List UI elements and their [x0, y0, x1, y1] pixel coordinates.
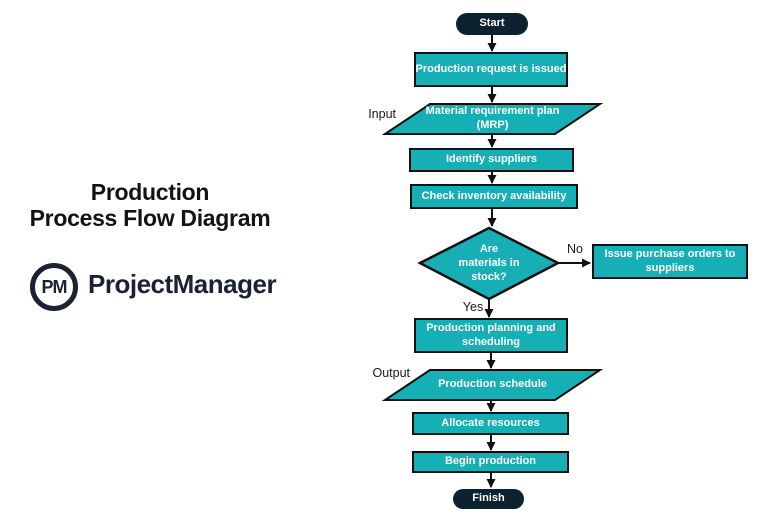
begin-production-label: Begin production	[444, 455, 537, 468]
finish-node-label: Finish	[472, 492, 505, 505]
identify-suppliers-shape	[409, 148, 574, 172]
start-terminator-shape	[456, 13, 528, 35]
materials-in-stock-decision-shape	[417, 226, 561, 301]
check-inventory-label: Check inventory availability	[421, 189, 567, 202]
finish-terminator-shape	[453, 489, 524, 509]
production-planning-shape	[414, 318, 568, 353]
projectmanager-wordmark: ProjectManager	[88, 269, 277, 299]
yes-branch-label: Yes	[462, 300, 484, 314]
no-branch-label: No	[567, 242, 583, 256]
begin-production-shape	[412, 451, 569, 473]
production-request-shape	[414, 52, 568, 87]
allocate-resources-shape	[412, 412, 569, 435]
issue-purchase-orders-shape	[592, 244, 748, 279]
pm-monogram-text: PM	[41, 276, 68, 297]
output-edge-label: Output	[372, 366, 410, 380]
decision-label: Are materials in stock?	[458, 243, 520, 283]
identify-suppliers-label: Identify suppliers	[445, 153, 538, 166]
production-schedule-output-shape	[381, 369, 604, 401]
production-planning-label: Production planning and scheduling	[426, 321, 556, 348]
check-inventory-shape	[410, 184, 578, 209]
issue-purchase-orders-label: Issue purchase orders to suppliers	[604, 247, 736, 274]
production-schedule-label: Production schedule	[438, 378, 547, 391]
allocate-resources-label: Allocate resources	[441, 416, 540, 429]
production-request-label: Production request is issued	[415, 62, 567, 75]
mrp-input-shape	[381, 103, 604, 135]
mrp-label: Material requirement plan (MRP)	[425, 105, 560, 131]
page-title: Production Process Flow Diagram	[29, 179, 271, 232]
input-edge-label: Input	[368, 107, 396, 121]
start-node-label: Start	[479, 17, 505, 30]
projectmanager-logo: PM ProjectManager	[30, 263, 277, 311]
pm-monogram-icon: PM	[30, 263, 78, 311]
